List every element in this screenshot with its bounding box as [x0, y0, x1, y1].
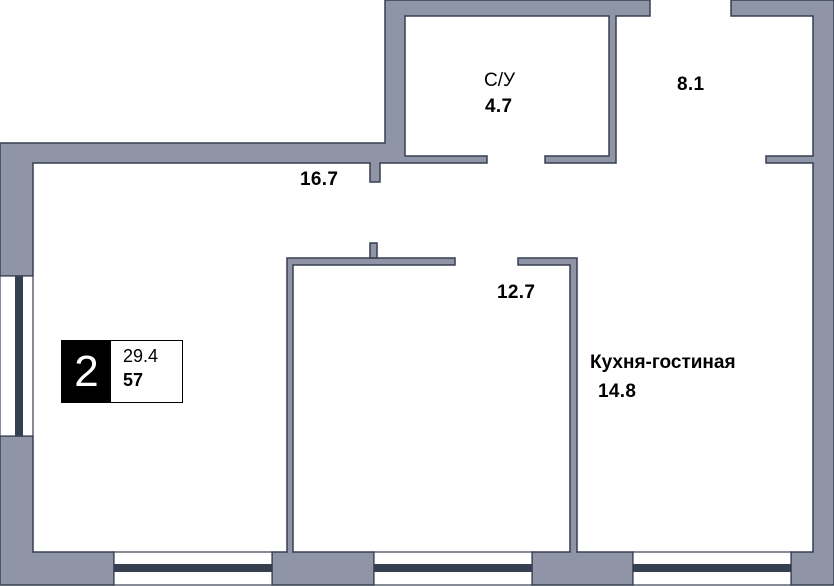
window-left — [0, 275, 34, 437]
window-bottom-3 — [632, 551, 792, 586]
badge-value: 57 — [123, 370, 144, 390]
kitchen-living-area: 14.8 — [598, 381, 637, 402]
apartment-badge: 2 29.4 57 — [61, 340, 183, 403]
wall-left — [0, 0, 651, 277]
room-count: 2 — [62, 341, 111, 402]
wall-left-lower — [0, 435, 115, 586]
badge-area: 29.4 — [123, 346, 159, 366]
badge-info: 29.4 57 — [111, 341, 182, 402]
window-bottom-2 — [373, 551, 533, 586]
wall-bottom-pier-2 — [517, 257, 634, 586]
bathroom-name: С/У — [484, 70, 516, 91]
kitchen-living-name: Кухня-гостиная — [590, 352, 736, 373]
wall-top-right — [730, 0, 834, 586]
room-main-area: 16.7 — [300, 169, 339, 190]
bedroom-area: 12.7 — [497, 282, 536, 303]
hallway-area: 8.1 — [677, 74, 705, 95]
window-bottom-1 — [113, 551, 273, 586]
wall-bottom-pier-1 — [271, 257, 456, 586]
wall-stub — [369, 242, 378, 259]
bathroom-area: 4.7 — [485, 96, 513, 117]
